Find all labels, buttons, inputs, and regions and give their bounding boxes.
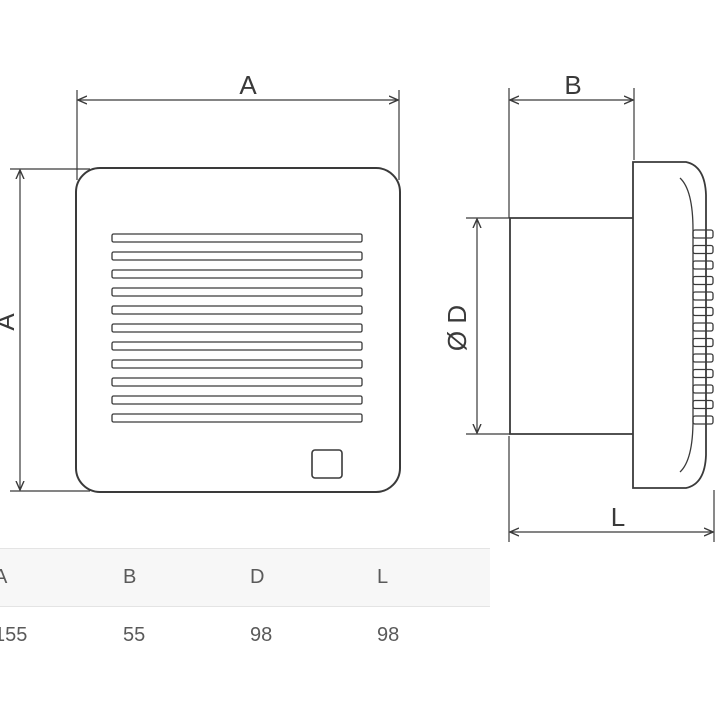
louver-slat bbox=[111, 233, 363, 243]
cell-d-value: 98 bbox=[250, 624, 273, 647]
dimension-length-l bbox=[508, 436, 715, 542]
front-cover-profile bbox=[632, 161, 707, 489]
louver-slat bbox=[111, 251, 363, 261]
side-slat bbox=[692, 353, 714, 363]
louver-slat bbox=[111, 305, 363, 315]
table-row: 155 55 98 98 bbox=[0, 607, 490, 665]
side-slat bbox=[692, 384, 714, 394]
cell-l-value: 98 bbox=[377, 624, 400, 647]
column-header-l: L bbox=[377, 566, 389, 588]
side-slat bbox=[692, 306, 714, 317]
side-view bbox=[509, 161, 714, 489]
column-header-d: D bbox=[250, 566, 265, 588]
dimension-depth-label: B bbox=[564, 70, 581, 100]
louver-slat bbox=[111, 359, 363, 369]
side-slat bbox=[692, 399, 714, 410]
dimension-height-label: A bbox=[0, 313, 20, 331]
duct-spigot bbox=[509, 217, 633, 435]
louver-slat bbox=[111, 341, 363, 351]
side-slat bbox=[692, 368, 714, 379]
front-view bbox=[75, 167, 401, 493]
dimension-diameter-label: Ø D bbox=[442, 305, 472, 351]
column-header-a: A bbox=[0, 566, 8, 588]
cell-b-value: 55 bbox=[123, 624, 146, 647]
side-slat bbox=[692, 337, 714, 348]
front-panel-outline bbox=[75, 167, 401, 493]
cover-inner-curve bbox=[679, 177, 694, 473]
louver-slat bbox=[111, 377, 363, 387]
dimension-width-label: A bbox=[239, 70, 257, 100]
side-slat bbox=[692, 244, 714, 255]
side-louver-slats bbox=[692, 229, 714, 425]
cell-a-value: 155 bbox=[0, 624, 28, 647]
side-slat bbox=[692, 275, 714, 286]
louver-slat bbox=[111, 287, 363, 297]
dimensions-table: A B D L 155 55 98 98 bbox=[0, 548, 490, 665]
side-slat bbox=[692, 229, 714, 239]
side-slat bbox=[692, 291, 714, 301]
dimension-width-a bbox=[76, 90, 400, 180]
dimension-length-label: L bbox=[611, 502, 625, 532]
louver-slat bbox=[111, 323, 363, 333]
side-slat bbox=[692, 260, 714, 270]
dimension-diameter-d bbox=[466, 217, 510, 435]
column-header-b: B bbox=[123, 566, 137, 588]
side-slat bbox=[692, 415, 714, 425]
dimension-depth-b bbox=[508, 88, 635, 218]
table-header-row: A B D L bbox=[0, 548, 490, 607]
louver-grille bbox=[111, 233, 363, 423]
louver-slat bbox=[111, 269, 363, 279]
side-slat bbox=[692, 322, 714, 332]
pull-cord-switch bbox=[311, 449, 343, 479]
louver-slat bbox=[111, 413, 363, 423]
louver-slat bbox=[111, 395, 363, 405]
dimension-height-a bbox=[10, 168, 90, 492]
